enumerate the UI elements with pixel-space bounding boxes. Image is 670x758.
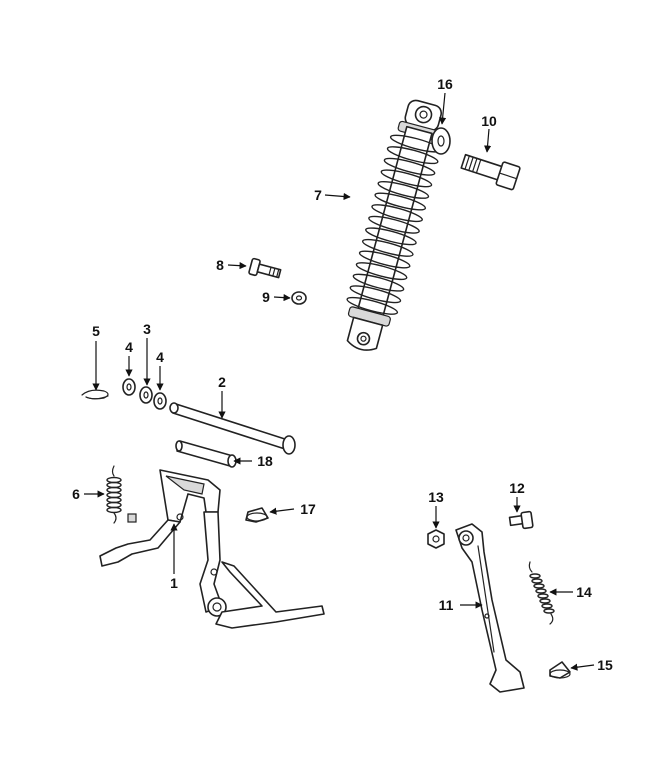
bush-18: [175, 440, 237, 468]
callout-5: 5: [92, 323, 100, 339]
clip-5: [81, 389, 109, 400]
center-stand-1: [99, 469, 325, 629]
bolt-10: [460, 153, 521, 191]
callout-12: 12: [509, 480, 525, 496]
callout-9: 9: [262, 289, 270, 305]
callout-labels: 16 10 7 8 9 5 4 3 4 2 18 6 17 1 13 12 14…: [72, 76, 613, 673]
washer-3: [139, 386, 153, 404]
callout-10: 10: [481, 113, 497, 129]
washer-16: [431, 127, 451, 155]
callout-2: 2: [218, 374, 226, 390]
rubber-buffer-17: [245, 507, 269, 523]
callout-7: 7: [314, 187, 322, 203]
callout-4-right: 4: [156, 349, 164, 365]
callout-17: 17: [300, 501, 316, 517]
side-stand-11: [455, 523, 525, 693]
stand-shaft-2: [169, 402, 296, 455]
nut-13: [427, 529, 445, 549]
rubber-buffer-15: [549, 661, 571, 679]
washer-4-left: [122, 378, 136, 396]
leader-lines: [84, 92, 595, 671]
spring-6: [106, 465, 122, 524]
callout-8: 8: [216, 257, 224, 273]
bolt-8: [248, 257, 282, 279]
callout-6: 6: [72, 486, 80, 502]
callout-15: 15: [597, 657, 613, 673]
callout-3: 3: [143, 321, 151, 337]
washer-4-right: [153, 392, 167, 410]
callout-4-left: 4: [125, 339, 133, 355]
callout-16: 16: [437, 76, 453, 92]
callout-1: 1: [170, 575, 178, 591]
callout-14: 14: [576, 584, 592, 600]
callout-18: 18: [257, 453, 273, 469]
callout-13: 13: [428, 489, 444, 505]
bolt-12: [508, 510, 534, 530]
callout-11: 11: [439, 597, 454, 613]
spring-14: [528, 561, 555, 625]
washer-9: [291, 291, 307, 305]
